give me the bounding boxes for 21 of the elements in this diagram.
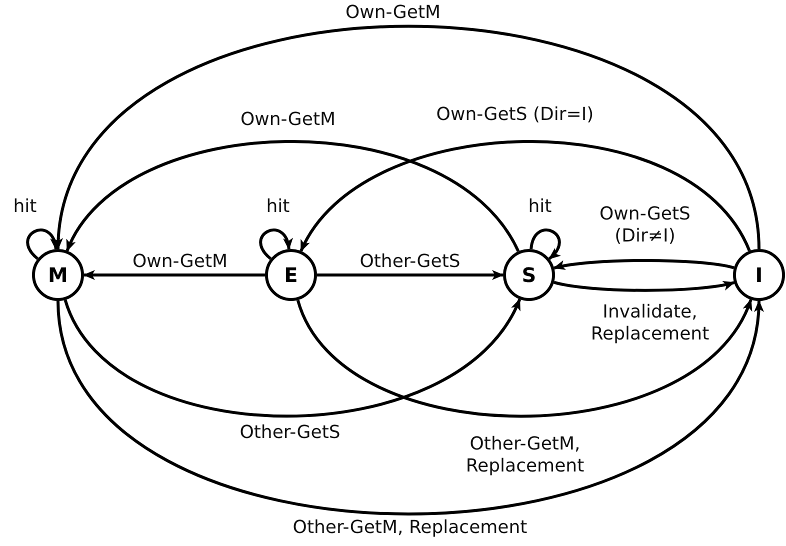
state-circle — [32, 249, 84, 301]
transition-arrow — [83, 270, 265, 280]
self-loop-arrow — [259, 228, 292, 260]
transition-arrow — [66, 140, 520, 252]
state-name: I — [755, 265, 763, 285]
self-loop-arrow — [26, 228, 59, 260]
state-circle — [265, 249, 317, 301]
state-circle — [503, 249, 555, 301]
transition-arrow — [64, 298, 521, 418]
transition-arrow — [554, 280, 736, 292]
transition-arrow — [296, 298, 752, 418]
transition-arrow — [56, 300, 762, 516]
state-name: S — [522, 265, 536, 285]
transition-arrow — [317, 270, 504, 280]
transition-arrow — [55, 25, 760, 250]
self-loop-arrow — [530, 228, 561, 260]
transition-arrow — [300, 140, 751, 252]
edge-label: Other-GetM, Replacement — [290, 517, 530, 539]
state-name: M — [48, 265, 68, 285]
state-name: E — [284, 265, 298, 285]
transition-arrow — [553, 258, 734, 271]
